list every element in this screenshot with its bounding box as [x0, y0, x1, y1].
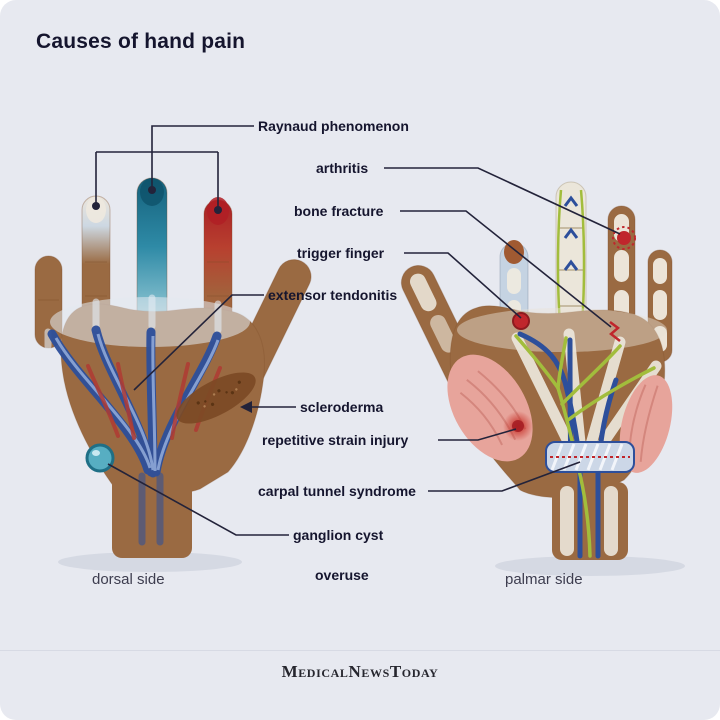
brand-logo: MedicalNewsToday: [281, 662, 439, 681]
finger-creases: [38, 261, 229, 301]
label-repetitive-strain-injury: repetitive strain injury: [262, 432, 409, 448]
dorsal-wrist: [112, 470, 192, 558]
label-overuse: overuse: [315, 567, 369, 583]
leader-ganglion-cyst: [107, 463, 289, 536]
middle-finger-arrows: [563, 195, 579, 271]
leader-end-dots: [92, 186, 252, 413]
leader-raynaud: [151, 125, 254, 188]
label-scleroderma: scleroderma: [300, 399, 384, 415]
ganglion-cyst-marker: [85, 443, 115, 473]
palmar-hand-illustration: [400, 181, 685, 576]
caption-dorsal-side: dorsal side: [92, 571, 165, 588]
leader-extensor-tendonitis: [133, 294, 264, 391]
leader-arthritis: [384, 167, 621, 235]
bone-fracture-marker: [609, 321, 621, 342]
palmar-hand-shadow: [495, 556, 685, 576]
label-trigger-finger: trigger finger: [297, 245, 385, 261]
page-title: Causes of hand pain: [36, 30, 246, 53]
leader-trigger-finger: [404, 252, 522, 319]
leader-repetitive-strain: [438, 428, 517, 441]
label-carpal-tunnel-syndrome: carpal tunnel syndrome: [258, 483, 416, 499]
carpal-tunnel-band: [545, 441, 635, 473]
label-ganglion-cyst: ganglion cyst: [293, 527, 384, 543]
trigger-finger-marker: [512, 312, 530, 330]
dorsal-hand-illustration: [34, 177, 312, 572]
scleroderma-arrowhead: [240, 401, 252, 413]
leader-carpal-tunnel: [428, 461, 581, 492]
leader-lines: [95, 125, 621, 536]
dorsal-hand-shadow: [58, 552, 242, 572]
caption-palmar-side: palmar side: [505, 571, 583, 588]
arthritis-marker: [612, 226, 636, 250]
label-extensor-tendonitis: extensor tendonitis: [268, 287, 398, 303]
label-raynaud-phenomenon: Raynaud phenomenon: [258, 118, 409, 134]
scleroderma-patch: [176, 372, 256, 424]
leader-bone-fracture: [400, 210, 612, 328]
label-bone-fracture: bone fracture: [294, 203, 384, 219]
footer-divider: [0, 650, 720, 651]
label-arthritis: arthritis: [316, 160, 369, 176]
